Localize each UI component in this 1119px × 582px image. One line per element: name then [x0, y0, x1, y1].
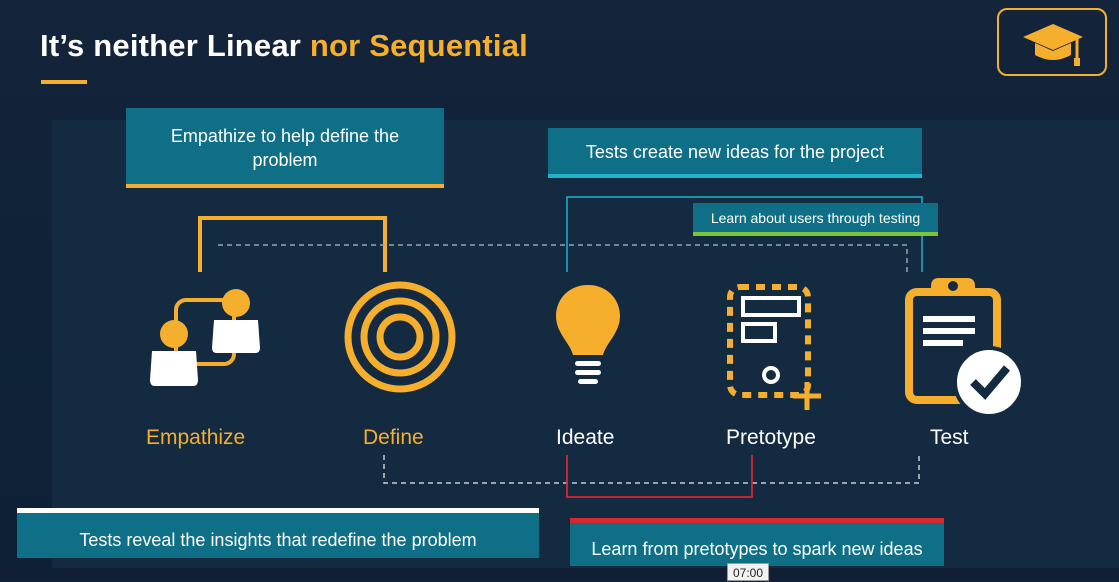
slide-title: It’s neither Linear nor Sequential: [40, 28, 528, 64]
callout-reveal: Tests reveal the insights that redefine …: [17, 508, 539, 558]
stage-label-test: Test: [930, 426, 969, 449]
title-prefix: It’s neither Linear: [40, 28, 310, 63]
clipboard-check-icon: [905, 278, 1025, 418]
stage-label-empathize: Empathize: [146, 426, 246, 449]
stage-label-ideate: Ideate: [556, 426, 615, 449]
stage-label-pretotype: Pretotype: [726, 426, 816, 449]
target-icon: [344, 281, 456, 393]
people-connected-icon: [150, 289, 260, 386]
video-progress-strip[interactable]: [0, 568, 1119, 581]
callout-learn-users: Learn about users through testing: [693, 203, 938, 236]
callout-pretotypes: Learn from pretotypes to spark new ideas: [570, 518, 944, 566]
stage-label-define: Define: [363, 426, 424, 449]
video-time-badge: 07:00: [727, 563, 769, 581]
lightbulb-icon: [556, 285, 620, 384]
graduation-cap-icon: [1023, 24, 1083, 66]
callout-tests-ideas: Tests create new ideas for the project: [548, 128, 922, 178]
title-underline: [41, 80, 87, 84]
course-badge[interactable]: [997, 8, 1107, 76]
title-accent: nor Sequential: [309, 28, 528, 63]
callout-empathize: Empathize to help define the problem: [126, 108, 444, 188]
wireframe-icon: [727, 284, 821, 410]
